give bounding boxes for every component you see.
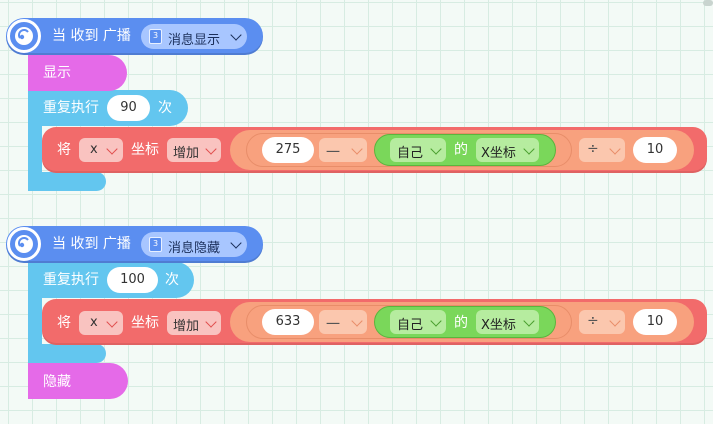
show-block[interactable]: [28, 55, 127, 91]
hat-label: 当 收到 广播: [52, 28, 131, 44]
hat-label: 当 收到 广播: [52, 236, 131, 252]
change-prefix: 将: [57, 315, 71, 331]
coord-label: 坐标: [131, 315, 159, 331]
hide-block-label: 隐藏: [43, 374, 71, 390]
chevron-down-icon: [609, 315, 621, 327]
message-type-icon: 3: [149, 29, 162, 44]
subtract-op-dropdown[interactable]: 一: [319, 310, 367, 334]
chevron-down-icon: [351, 143, 363, 155]
subtract-op-value: 一: [326, 317, 340, 333]
repeat-label: 重复执行: [43, 272, 99, 288]
change-prefix: 将: [57, 142, 71, 158]
message-dropdown[interactable]: 3 消息隐藏: [141, 232, 247, 257]
scrollbar-thumb[interactable]: [703, 0, 713, 6]
repeat-block-foot[interactable]: [28, 172, 106, 191]
axis-dropdown[interactable]: x: [79, 138, 123, 162]
axis-dropdown-value: x: [90, 142, 98, 157]
chevron-down-icon: [351, 315, 363, 327]
chevron-down-icon: [106, 143, 118, 155]
repeat-block-foot[interactable]: [28, 344, 106, 363]
chevron-down-icon: [430, 315, 442, 327]
chevron-down-icon: [609, 143, 621, 155]
divide-op-dropdown[interactable]: ÷: [579, 138, 625, 162]
axis-dropdown-value: x: [90, 315, 98, 330]
divide-right-input[interactable]: 10: [633, 309, 677, 335]
message-dropdown[interactable]: 3 消息显示: [141, 24, 247, 49]
of-label: 的: [454, 315, 468, 331]
subtract-left-input[interactable]: 633: [262, 309, 314, 335]
divide-op-value: ÷: [587, 313, 599, 329]
subtract-op-dropdown[interactable]: 一: [319, 138, 367, 162]
operation-dropdown[interactable]: 增加: [167, 138, 221, 162]
chevron-down-icon: [523, 315, 535, 327]
chevron-down-icon: [523, 143, 535, 155]
chevron-down-icon: [205, 143, 217, 155]
operation-dropdown-value: 增加: [173, 319, 200, 334]
repeat-suffix: 次: [165, 272, 179, 288]
message-dropdown-value: 消息隐藏: [168, 241, 221, 256]
of-label: 的: [454, 142, 468, 158]
divide-right-input[interactable]: 10: [633, 137, 677, 163]
repeat-label: 重复执行: [43, 100, 99, 116]
broadcast-receive-icon: [7, 19, 41, 53]
show-block-label: 显示: [43, 65, 71, 81]
sprite-dropdown-value: 自己: [397, 146, 424, 161]
property-dropdown-value: X坐标: [481, 318, 516, 333]
property-dropdown-value: X坐标: [481, 146, 516, 161]
operation-dropdown-value: 增加: [173, 146, 200, 161]
chevron-down-icon: [430, 143, 442, 155]
chevron-down-icon: [230, 237, 242, 249]
repeat-block-arm: [28, 119, 42, 179]
hide-block[interactable]: [28, 363, 128, 399]
operation-dropdown[interactable]: 增加: [167, 311, 221, 335]
property-dropdown[interactable]: X坐标: [476, 310, 539, 334]
chevron-down-icon: [205, 316, 217, 328]
chevron-down-icon: [106, 316, 118, 328]
sprite-dropdown[interactable]: 自己: [390, 138, 446, 162]
repeat-suffix: 次: [158, 100, 172, 116]
message-dropdown-value: 消息显示: [168, 33, 221, 48]
axis-dropdown[interactable]: x: [79, 311, 123, 335]
broadcast-receive-icon: [7, 227, 41, 261]
subtract-op-value: 一: [326, 145, 340, 161]
property-dropdown[interactable]: X坐标: [476, 138, 539, 162]
divide-op-dropdown[interactable]: ÷: [579, 310, 625, 334]
repeat-count-input[interactable]: 90: [107, 95, 150, 121]
coord-label: 坐标: [131, 142, 159, 158]
repeat-count-input[interactable]: 100: [107, 267, 158, 293]
chevron-down-icon: [230, 29, 242, 41]
sprite-dropdown-value: 自己: [397, 318, 424, 333]
repeat-block-arm: [28, 290, 42, 358]
sprite-dropdown[interactable]: 自己: [390, 310, 446, 334]
message-type-icon: 3: [149, 237, 162, 252]
subtract-left-input[interactable]: 275: [262, 137, 314, 163]
divide-op-value: ÷: [587, 141, 599, 157]
